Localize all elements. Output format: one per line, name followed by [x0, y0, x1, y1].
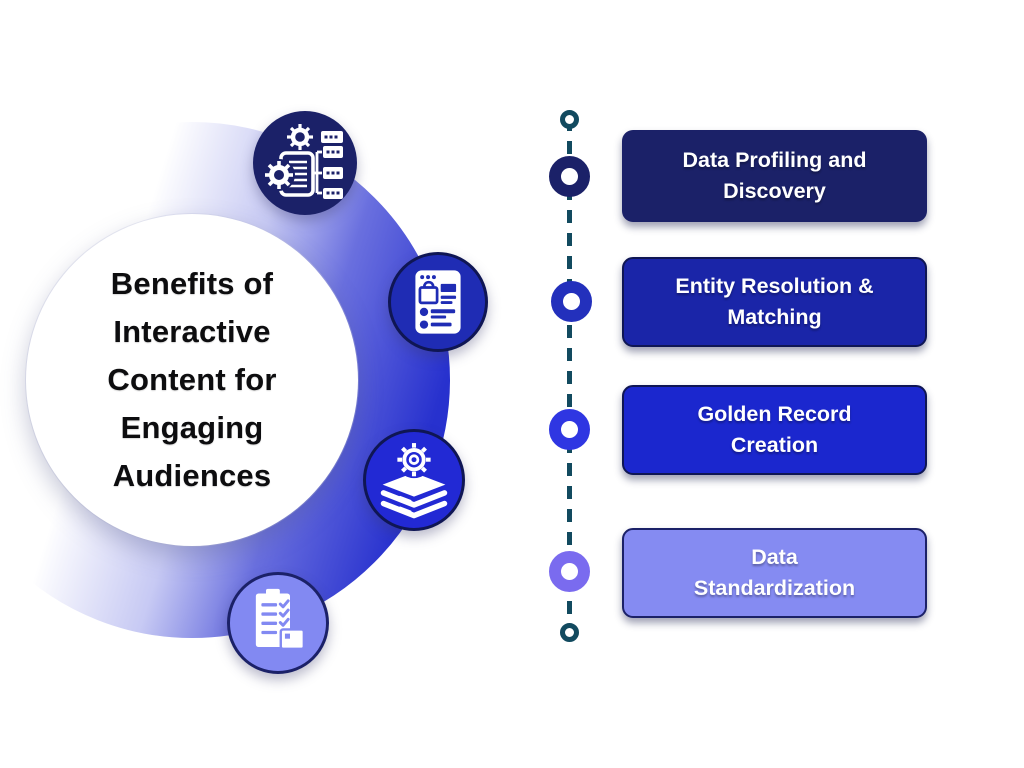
- title-line: Content for: [107, 362, 277, 397]
- step-label-line: Data Profiling and: [682, 148, 867, 172]
- layers-gear-icon: [380, 441, 448, 519]
- step-label-line: Discovery: [723, 179, 826, 203]
- step-card-golden-record: Golden Record Creation: [622, 385, 927, 475]
- title-line: Engaging: [120, 410, 264, 445]
- step-card-entity-resolution: Entity Resolution & Matching: [622, 257, 927, 347]
- main-title: Benefits of Interactive Content for Enga…: [107, 260, 276, 500]
- step-label-line: Data: [751, 545, 798, 569]
- timeline-node-4: [549, 551, 590, 592]
- step-label-line: Entity Resolution &: [675, 274, 874, 298]
- title-line: Audiences: [112, 458, 272, 493]
- icon-circle-checklist: [227, 572, 329, 674]
- main-circle: Benefits of Interactive Content for Enga…: [26, 214, 358, 546]
- product-page-icon: [415, 270, 461, 334]
- step-label-line: Standardization: [693, 576, 856, 600]
- step-label-line: Creation: [730, 433, 819, 457]
- timeline-end-dot: [560, 623, 579, 642]
- timeline-node-3: [549, 409, 590, 450]
- step-card-data-profiling: Data Profiling and Discovery: [622, 130, 927, 222]
- timeline-line: [567, 118, 572, 634]
- title-line: Benefits of: [110, 266, 274, 301]
- timeline-node-2: [551, 281, 592, 322]
- icon-circle-data-processing: [253, 111, 357, 215]
- timeline-start-dot: [560, 110, 579, 129]
- icon-circle-product-page: [388, 252, 488, 352]
- timeline-node-1: [549, 156, 590, 197]
- step-card-data-standardization: Data Standardization: [622, 528, 927, 618]
- step-label-line: Golden Record: [697, 402, 852, 426]
- title-line: Interactive: [113, 314, 271, 349]
- data-processing-icon: [263, 124, 343, 199]
- step-label-line: Matching: [727, 305, 822, 329]
- icon-circle-layers-gear: [363, 429, 465, 531]
- checklist-icon: [255, 588, 306, 651]
